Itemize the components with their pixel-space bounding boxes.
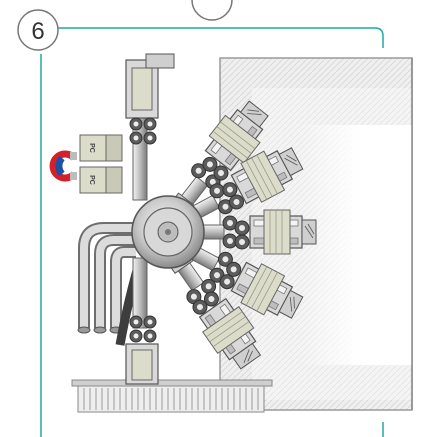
magnet-icon xyxy=(49,150,77,182)
arm-top xyxy=(125,53,175,201)
frame-top-line xyxy=(57,27,384,48)
step-number: 6 xyxy=(31,18,44,45)
gas-lines xyxy=(77,222,145,346)
pc-unit-top: PC xyxy=(79,134,123,162)
previous-step-marker xyxy=(191,0,233,21)
arm-bottom xyxy=(125,257,159,385)
central-hub-icon xyxy=(131,195,205,269)
base-rack xyxy=(71,379,273,413)
pc-label-top: PC xyxy=(88,143,95,153)
pc-label-bottom: PC xyxy=(88,175,95,185)
step-badge: 6 xyxy=(17,9,59,51)
pc-unit-bottom: PC xyxy=(79,166,123,194)
